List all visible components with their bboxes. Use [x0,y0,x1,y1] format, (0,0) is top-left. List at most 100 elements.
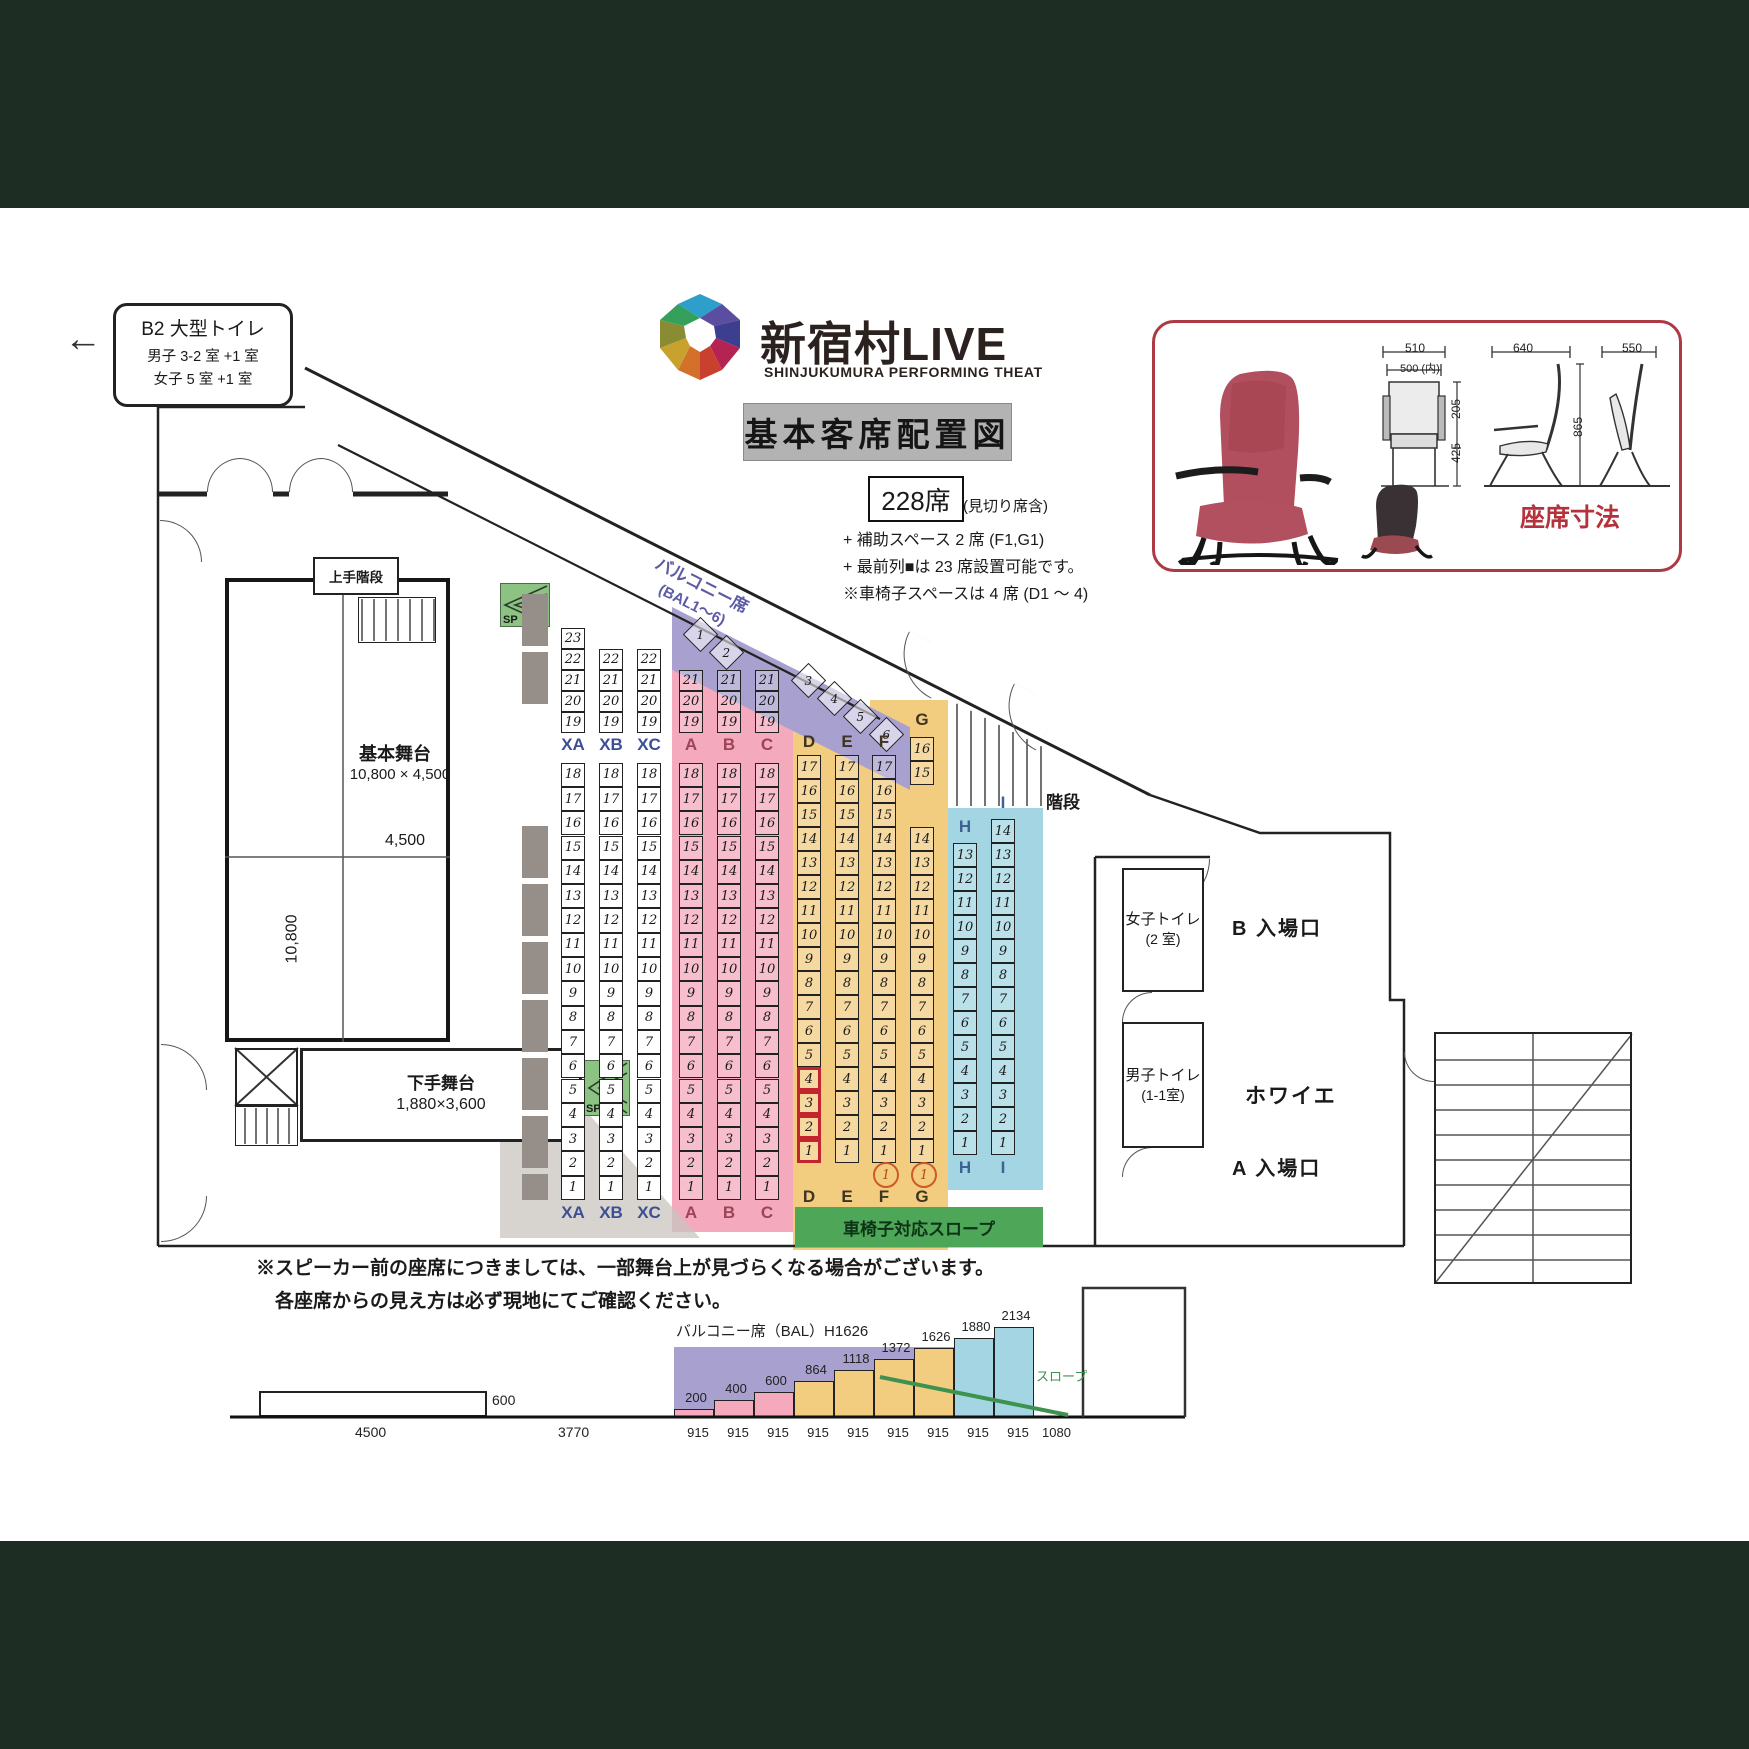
row-label-XA: XA [561,735,585,754]
seat-C6: 6 [755,1054,779,1079]
seat-XA10: 10 [561,957,585,982]
row-label-E: E [841,1187,853,1206]
seat-XC21: 21 [637,670,661,691]
seat-C11: 11 [755,932,779,957]
entrance-a-label: A 入場口 [1232,1158,1322,1180]
seat-A21: 21 [679,670,703,691]
dim-side-open: 640 [1513,341,1534,355]
row-label-F: F [878,732,890,751]
section-step-height: 400 [725,1381,747,1396]
seat-XA4: 4 [561,1102,585,1128]
section-step-width: 915 [767,1425,789,1440]
seat-G11: 11 [910,899,934,923]
seat-D15: 15 [797,803,821,827]
section-step-width: 915 [927,1425,949,1440]
sub-stage-label: 下手舞台 [407,1074,475,1093]
seat-C16: 16 [755,811,779,836]
seat-A4: 4 [679,1102,703,1128]
seat-F15: 15 [872,803,896,827]
seat-B7: 7 [717,1029,741,1055]
seat-XC7: 7 [637,1029,661,1055]
plan-title-box: 基本客席配置図 [743,403,1012,461]
seat-D16: 16 [797,779,821,803]
seat-H1: 1 [953,1131,977,1155]
seat-B19: 19 [717,712,741,733]
seat-G13: 13 [910,851,934,875]
seat-A1: 1 [679,1175,703,1200]
seat-A15: 15 [679,835,703,860]
seat-XA9: 9 [561,981,585,1006]
note-line: + 補助スペース 2 席 (F1,G1) [843,532,1045,549]
seat-C3: 3 [755,1127,779,1152]
seat-G10: 10 [910,923,934,947]
seat-XB12: 12 [599,908,623,933]
seat-F1: 1 [872,1139,896,1163]
seat-XB19: 19 [599,712,623,733]
seat-XA22: 22 [561,649,585,670]
seat-B21: 21 [717,670,741,691]
logo-title: 新宿村LIVE [760,318,1008,370]
stage-dim-width: 4,500 [385,832,426,849]
seat-XA13: 13 [561,884,585,909]
chair-photo-red [1175,370,1339,565]
seat-I7: 7 [991,987,1015,1011]
seat-E3: 3 [835,1091,859,1115]
seat-H2: 2 [953,1107,977,1131]
seat-E16: 16 [835,779,859,803]
seat-A14: 14 [679,859,703,885]
seat-D2: 2 [797,1115,821,1139]
upper-stairs-hatch-box [358,597,436,643]
seat-XB2: 2 [599,1151,623,1176]
seat-D11: 11 [797,899,821,923]
seat-XA18: 18 [561,762,585,787]
seat-E7: 7 [835,995,859,1019]
men-toilet-room: 男子トイレ (1-1室) [1122,1022,1204,1148]
seat-B18: 18 [717,762,741,787]
seat-XC16: 16 [637,811,661,836]
seat-XB11: 11 [599,932,623,957]
footnotes: ※スピーカー前の座席につきましては、一部舞台上が見づらくなる場合がございます。 … [256,1252,994,1318]
seat-XC11: 11 [637,932,661,957]
row-label-A: A [684,735,698,754]
seat-XA23: 23 [561,628,585,649]
section-step-height: 600 [765,1373,787,1388]
upper-stairs-label: 上手階段 [329,570,383,585]
seat-A19: 19 [679,712,703,733]
seat-XB20: 20 [599,691,623,712]
seat-H6: 6 [953,1011,977,1035]
section-stage-height: 600 [492,1392,516,1408]
seat-F10: 10 [872,923,896,947]
section-step-height: 2134 [1001,1308,1031,1323]
row-label-D: D [802,1187,816,1206]
row-label-H: H [958,817,972,836]
seat-H4: 4 [953,1059,977,1083]
seat-D4: 4 [797,1067,821,1091]
shinjukumura-logo-icon [660,294,740,380]
men-toilet-label: 男子トイレ [1125,1067,1201,1084]
seat-C21: 21 [755,670,779,691]
dim-side-folded: 550 [1622,341,1643,355]
seat-A16: 16 [679,811,703,836]
section-step-8 [954,1338,994,1417]
seat-I10: 10 [991,915,1015,939]
seat-B20: 20 [717,691,741,712]
section-slope-label: スロープ [1036,1369,1088,1384]
seat-F16: 16 [872,779,896,803]
seat-H11: 11 [953,891,977,915]
seat-H9: 9 [953,939,977,963]
seat-B17: 17 [717,786,741,812]
seat-H5: 5 [953,1035,977,1059]
speaker-strip-block [522,884,548,936]
footnote-line: ※スピーカー前の座席につきましては、一部舞台上が見づらくなる場合がございます。 [256,1258,995,1279]
seat-H3: 3 [953,1083,977,1107]
seat-F7: 7 [872,995,896,1019]
seat-D7: 7 [797,995,821,1019]
wheelchair-slope-bar: 車椅子対応スロープ [795,1207,1043,1247]
seat-XC18: 18 [637,762,661,787]
women-toilet-sub: (2 室) [1145,931,1181,947]
dim-total-height: 865 [1571,416,1586,438]
seat-G1: 1 [910,1139,934,1163]
seat-XA19: 19 [561,712,585,733]
seat-C14: 14 [755,859,779,885]
